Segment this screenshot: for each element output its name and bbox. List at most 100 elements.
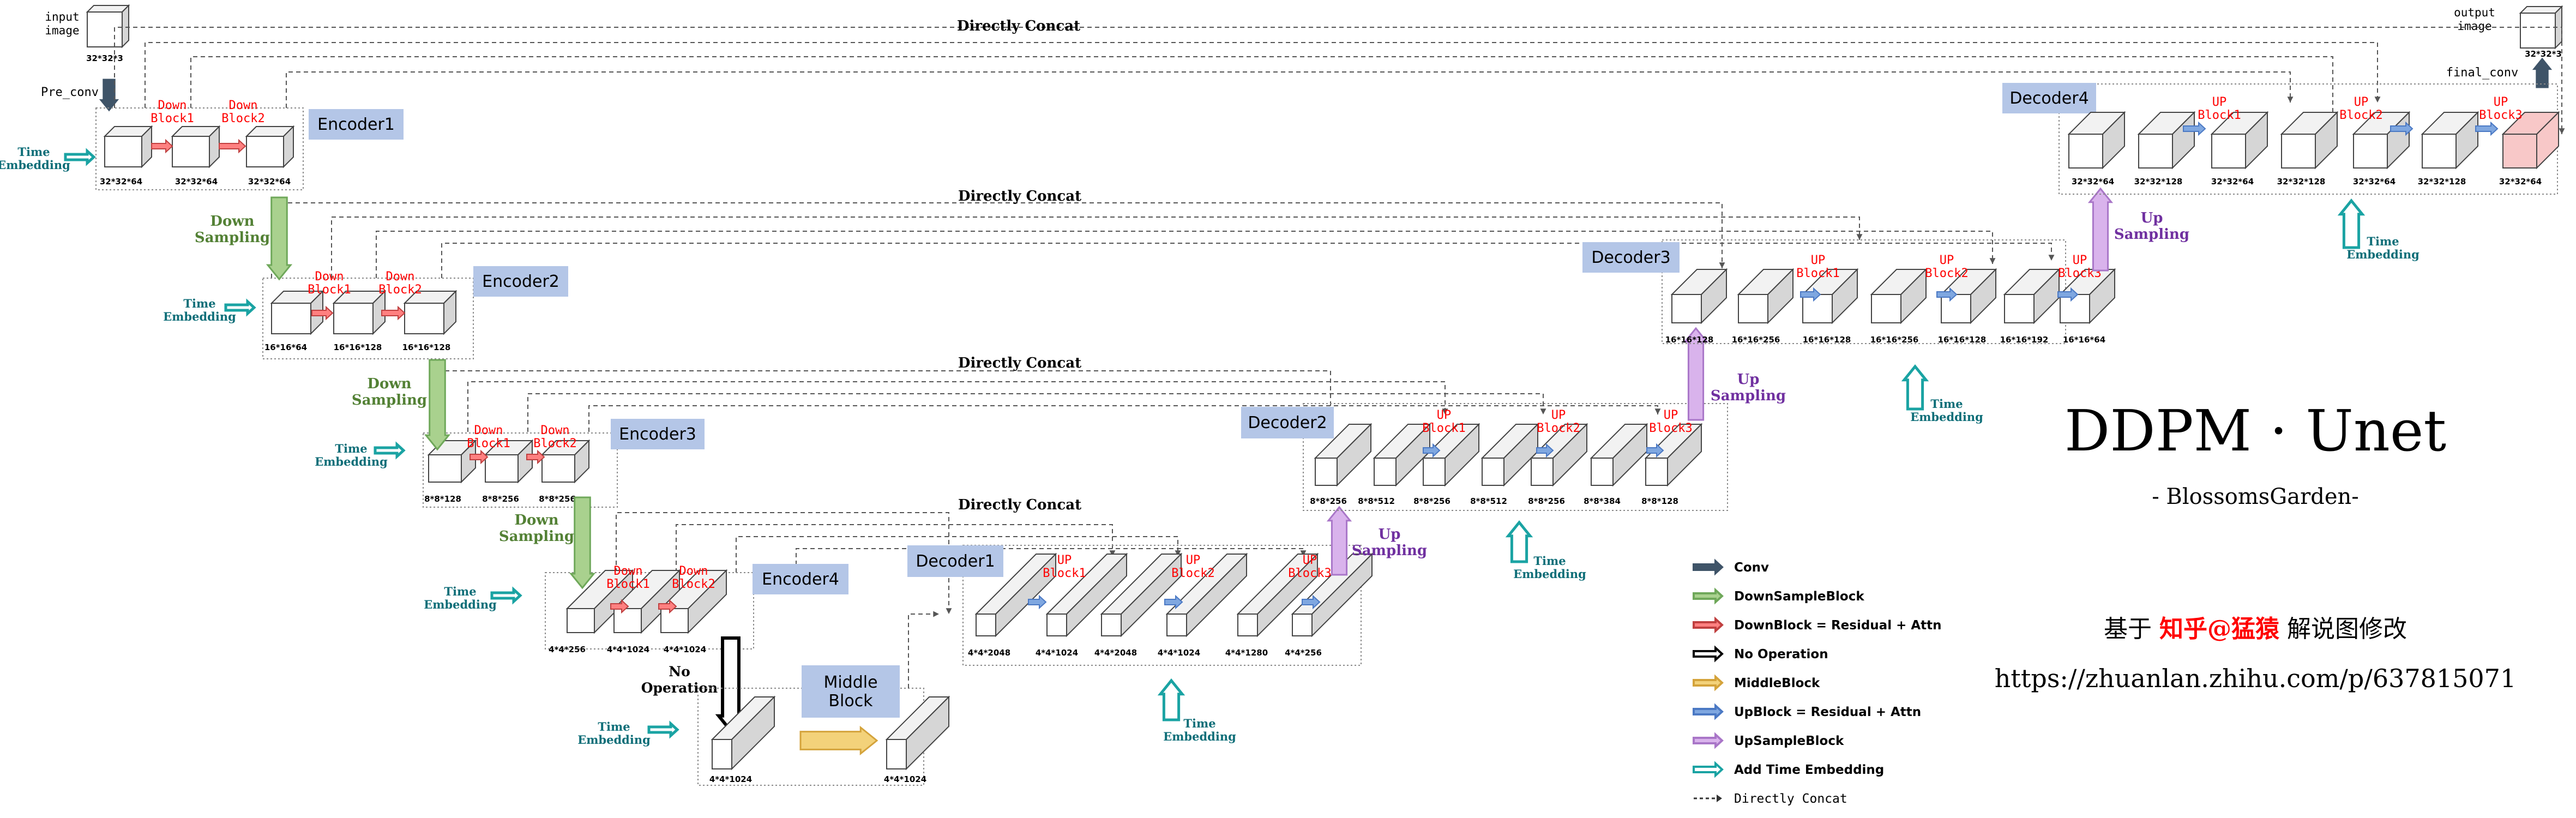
dimension-label: 32*32*128: [2134, 177, 2183, 187]
output-image-cube: [2519, 5, 2563, 50]
dimension-label: 32*32*3: [86, 53, 123, 63]
dimension-label: 32*32*64: [2072, 177, 2114, 187]
middle-to-decoder1-connector: [908, 611, 939, 688]
encoder1-stage-box: [95, 107, 304, 190]
concat-connector: [271, 202, 1725, 278]
dimension-label: 4*4*1280: [1225, 648, 1268, 658]
source-url: https://zhuanlan.zhihu.com/p/637815071: [1995, 664, 2516, 693]
encoder4-cube: [659, 569, 728, 634]
dimension-label: 8*8*384: [1584, 496, 1621, 506]
up-block-arrow-icon: [1936, 287, 1958, 302]
decoder2-cube: [1373, 423, 1431, 487]
decoder1-title: Decoder1: [907, 545, 1003, 577]
dimension-label: 16*16*128: [1803, 335, 1851, 345]
legend-label: No Operation: [1734, 647, 1828, 661]
decoder4-cube: [2067, 111, 2126, 170]
concat-label-third: Directly Concat: [958, 355, 1081, 371]
dimension-label: 8*8*256: [1528, 496, 1565, 506]
dimension-label: 4*4*1024: [1158, 648, 1200, 658]
dimension-label: 32*32*64: [175, 177, 218, 187]
decoder2-title-label: Decoder2: [1248, 413, 1327, 432]
down-block-arrow-icon: [470, 449, 489, 465]
dimension-label: 32*32*64: [100, 177, 142, 187]
time-embedding-arrow-icon: [647, 720, 679, 739]
up-block-arrow-icon: [1423, 443, 1441, 458]
concat-connector: [437, 370, 1334, 432]
encoder4-cube: [565, 569, 634, 634]
concat-label-second: Directly Concat: [958, 188, 1081, 204]
dimension-label: 32*32*3: [2525, 49, 2562, 59]
decoder3-cube: [1940, 268, 1997, 324]
time-embedding-arrow-icon: [224, 298, 256, 317]
legend-item: UpSampleBlock: [1693, 732, 1844, 749]
green-arrow-icon: [1693, 587, 1724, 605]
purple-arrow-icon: [1693, 732, 1724, 749]
middle-cube: [711, 695, 776, 771]
dimension-label: 8*8*256: [482, 494, 519, 504]
down-block-arrow-icon: [610, 599, 629, 614]
dimension-label: 16*16*64: [2063, 335, 2105, 345]
down-block-arrow-icon: [658, 599, 677, 614]
up-block-arrow-icon: [1646, 443, 1664, 458]
time-embedding-arrow-icon: [1505, 520, 1533, 563]
decoder4-cube: [2280, 111, 2339, 170]
down-block-arrow-icon: [311, 305, 334, 321]
concat-connector: [114, 27, 2565, 134]
concat-connector: [331, 216, 1863, 278]
final-conv-label: final_conv: [2446, 66, 2518, 80]
encoder4-cube: [612, 569, 681, 634]
diagram-subtitle: - BlossomsGarden-: [2152, 484, 2359, 509]
up-block-arrow-icon: [2057, 287, 2079, 302]
dimension-label: 8*8*256: [539, 494, 576, 504]
middle-stage-box: [697, 688, 924, 786]
dimension-label: 4*4*2048: [1094, 648, 1137, 658]
dimension-label: 8*8*128: [1641, 496, 1678, 506]
legend-label: Directly Concat: [1734, 792, 1847, 806]
encoder3-title-label: Encoder3: [619, 425, 696, 444]
dimension-label: 8*8*256: [1413, 496, 1450, 506]
encoder4-title: Encoder4: [753, 564, 848, 594]
decoder1-cube: [1165, 552, 1248, 637]
encoder1-cube: [171, 125, 221, 169]
decoder4-cube: [2421, 111, 2479, 170]
legend-item: No Operation: [1693, 645, 1828, 663]
time-embedding-arrow-icon: [1901, 364, 1929, 411]
encoder2-title: Encoder2: [473, 266, 568, 297]
concat-connector: [736, 536, 1181, 573]
dimension-label: 16*16*128: [334, 342, 382, 352]
final-conv-arrow-icon: [2532, 57, 2553, 88]
decoder1-cube: [974, 552, 1057, 637]
dimension-label: 32*32*64: [2211, 177, 2254, 187]
legend-item: Add Time Embedding: [1693, 761, 1884, 778]
dimension-label: 4*4*1024: [607, 645, 649, 654]
down-sampling-arrow-icon: [266, 196, 293, 281]
dimension-label: 32*32*128: [2418, 177, 2466, 187]
dimension-label: 4*4*256: [1285, 648, 1322, 658]
encoder3-cube: [540, 439, 591, 484]
legend-label: DownSampleBlock: [1734, 590, 1864, 604]
decoder4-cube: [2137, 111, 2196, 170]
decoder4-cube: [2210, 111, 2269, 170]
decoder2-title: Decoder2: [1241, 407, 1334, 438]
time-embedding-arrow-icon: [374, 441, 406, 460]
dimension-label: 4*4*1024: [709, 774, 752, 784]
